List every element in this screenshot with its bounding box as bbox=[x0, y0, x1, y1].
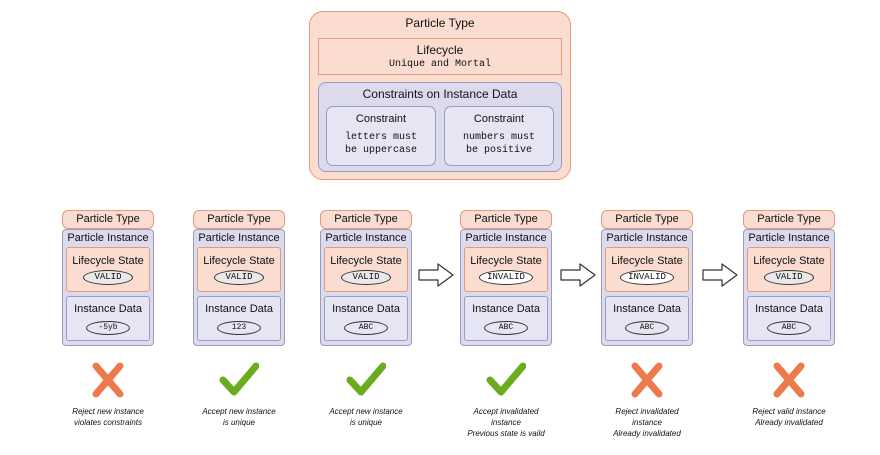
instance-card-5: Particle Type Particle Instance Lifecycl… bbox=[601, 210, 693, 346]
card-lifecycle-label: Lifecycle State bbox=[611, 255, 683, 267]
result-caption: Reject valid instance Already invalidate… bbox=[724, 406, 854, 428]
card-particle-type: Particle Type bbox=[460, 210, 552, 229]
card-instance-data-label: Instance Data bbox=[755, 303, 823, 315]
card-instance-data-label: Instance Data bbox=[205, 303, 273, 315]
card-instance-data-label: Instance Data bbox=[332, 303, 400, 315]
caption-line: is unique bbox=[349, 418, 383, 427]
card-instance-data-label: Instance Data bbox=[472, 303, 540, 315]
card-instance-data-label: Instance Data bbox=[613, 303, 681, 315]
instance-card-4: Particle Type Particle Instance Lifecycl… bbox=[460, 210, 552, 346]
arrow-right-icon bbox=[702, 263, 738, 287]
card-particle-type: Particle Type bbox=[743, 210, 835, 229]
instance-card-1: Particle Type Particle Instance Lifecycl… bbox=[62, 210, 154, 346]
result-caption: Accept new instance is unique bbox=[301, 406, 431, 428]
constraint-text: letters must bbox=[344, 132, 417, 143]
constraint-text: numbers must bbox=[462, 132, 535, 143]
card-lifecycle-state: VALID bbox=[764, 270, 814, 285]
card-instance-data-value: ABC bbox=[484, 321, 528, 335]
constraint-text: be uppercase bbox=[344, 145, 417, 156]
card-instance-data-value: ABC bbox=[344, 321, 388, 335]
card-lifecycle-label: Lifecycle State bbox=[72, 255, 144, 267]
caption-line: Already invalidated bbox=[755, 418, 823, 427]
card-instance-data-value: -5yb bbox=[86, 321, 130, 335]
caption-line: violates constraints bbox=[73, 418, 143, 427]
card-lifecycle-label: Lifecycle State bbox=[753, 255, 825, 267]
caption-line: instance bbox=[632, 418, 662, 427]
reject-x-icon bbox=[773, 362, 805, 398]
arrow-right-icon bbox=[560, 263, 596, 287]
lifecycle-box bbox=[318, 38, 562, 75]
constraint-title: Constraint bbox=[473, 113, 525, 125]
card-particle-type: Particle Type bbox=[62, 210, 154, 229]
constraints-title: Constraints on Instance Data bbox=[362, 87, 518, 101]
lifecycle-subtitle: Unique and Mortal bbox=[388, 59, 492, 70]
card-particle-instance-label: Particle Instance bbox=[67, 232, 149, 244]
accept-check-icon bbox=[346, 362, 386, 396]
card-particle-type: Particle Type bbox=[320, 210, 412, 229]
caption-line: Accept new instance bbox=[202, 407, 276, 416]
card-instance-data-value: ABC bbox=[767, 321, 811, 335]
caption-line: Reject invalidated bbox=[615, 407, 679, 416]
particle-type-title: Particle Type bbox=[405, 16, 475, 30]
constraint-box-letters: Constraint letters must be uppercase bbox=[326, 106, 436, 166]
card-lifecycle-state: VALID bbox=[341, 270, 391, 285]
caption-line: Already invalidated bbox=[613, 429, 681, 438]
caption-line: is unique bbox=[222, 418, 256, 427]
instance-card-2: Particle Type Particle Instance Lifecycl… bbox=[193, 210, 285, 346]
card-lifecycle-label: Lifecycle State bbox=[470, 255, 542, 267]
card-lifecycle-state: INVALID bbox=[479, 270, 533, 285]
card-particle-instance-label: Particle Instance bbox=[606, 232, 688, 244]
instance-card-6: Particle Type Particle Instance Lifecycl… bbox=[743, 210, 835, 346]
accept-check-icon bbox=[486, 362, 526, 396]
arrow-right-icon bbox=[418, 263, 454, 287]
card-particle-instance-label: Particle Instance bbox=[198, 232, 280, 244]
reject-x-icon bbox=[631, 362, 663, 398]
constraint-text: be positive bbox=[465, 145, 532, 156]
card-particle-instance-label: Particle Instance bbox=[748, 232, 830, 244]
lifecycle-title: Lifecycle bbox=[416, 43, 464, 57]
result-caption: Accept invalidated instance Previous sta… bbox=[441, 406, 571, 439]
caption-line: Previous state is vaild bbox=[467, 429, 545, 438]
card-particle-instance-label: Particle Instance bbox=[465, 232, 547, 244]
card-lifecycle-state: INVALID bbox=[620, 270, 674, 285]
card-instance-data-value: 123 bbox=[217, 321, 261, 335]
caption-line: Reject valid instance bbox=[752, 407, 826, 416]
caption-line: Accept new instance bbox=[329, 407, 403, 416]
card-particle-type: Particle Type bbox=[601, 210, 693, 229]
instance-card-3: Particle Type Particle Instance Lifecycl… bbox=[320, 210, 412, 346]
card-instance-data-label: Instance Data bbox=[74, 303, 142, 315]
constraint-title: Constraint bbox=[355, 113, 407, 125]
card-lifecycle-state: VALID bbox=[83, 270, 133, 285]
card-lifecycle-state: VALID bbox=[214, 270, 264, 285]
card-instance-data-value: ABC bbox=[625, 321, 669, 335]
result-caption: Reject new instance violates constraints bbox=[43, 406, 173, 428]
caption-line: Accept invalidated bbox=[473, 407, 539, 416]
card-particle-instance-label: Particle Instance bbox=[325, 232, 407, 244]
caption-line: Reject new instance bbox=[72, 407, 144, 416]
result-caption: Accept new instance is unique bbox=[174, 406, 304, 428]
constraint-box-numbers: Constraint numbers must be positive bbox=[444, 106, 554, 166]
accept-check-icon bbox=[219, 362, 259, 396]
card-lifecycle-label: Lifecycle State bbox=[330, 255, 402, 267]
reject-x-icon bbox=[92, 362, 124, 398]
card-instance-data-box bbox=[464, 296, 548, 341]
card-particle-type: Particle Type bbox=[193, 210, 285, 229]
result-caption: Reject invalidated instance Already inva… bbox=[582, 406, 712, 439]
caption-line: instance bbox=[491, 418, 521, 427]
card-lifecycle-label: Lifecycle State bbox=[203, 255, 275, 267]
card-instance-data-box bbox=[747, 296, 831, 341]
